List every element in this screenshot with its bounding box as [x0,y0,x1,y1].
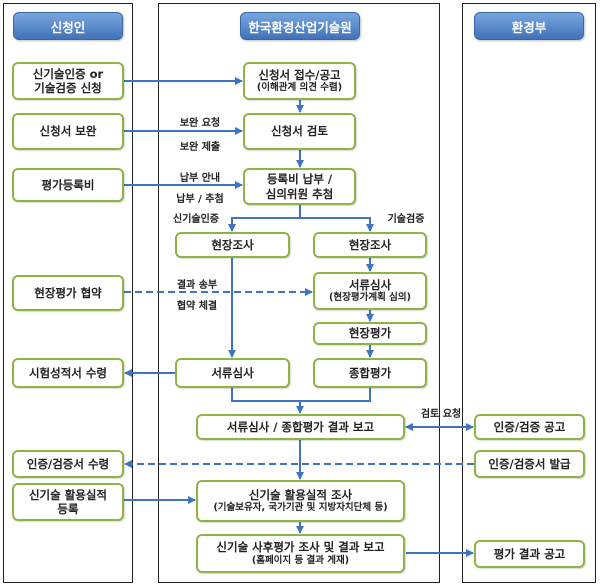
node-receipt-sub: (이해관계 의견 수렴) [256,82,343,94]
node-fee: 평가등록비 [12,168,124,202]
label-supplement-submit: 보완 제출 [179,142,221,153]
node-doc-review-plan-sub: (현장평가계획 심의) [329,292,411,304]
node-apply: 신기술인증 or 기술검증 신청 [12,62,124,100]
lane-header-applicant: 신청인 [13,12,123,40]
node-site-agreement: 현장평가 협약 [12,275,124,311]
node-overall-eval: 종합평가 [313,358,427,388]
node-apply-line1: 신기술인증 or [32,66,104,81]
node-usage-survey-sub: (기술보유자, 국가기관 및 지방자치단체 등) [213,502,388,514]
node-receipt-title: 신청서 접수/공고 [258,67,341,82]
node-cert-receive: 인증/검증서 수령 [12,450,124,478]
node-doc-review: 서류심사 [175,358,290,388]
node-site-survey-verify: 현장조사 [313,232,427,258]
node-usage-register-line1: 신기술 활용실적 [28,487,108,502]
node-test-report: 시험성적서 수령 [12,358,124,388]
label-agreement: 협약 체결 [176,301,218,312]
node-post-eval-title: 신기술 사후평가 조사 및 결과 보고 [216,540,385,555]
node-fee-payment-line2: 심의위원 추첨 [265,186,334,201]
label-review-request: 검토 요청 [420,409,462,420]
lane-ministry [462,3,596,583]
node-result-announce: 평가 결과 공고 [474,540,585,568]
line-merge-evaluations [231,388,371,402]
node-issue: 인증/검증서 발급 [474,450,585,478]
node-usage-register: 신기술 활용실적 등록 [12,483,124,521]
node-fee-payment-line1: 등록비 납부 / [266,172,333,187]
node-apply-line2: 기술검증 신청 [34,81,102,95]
lane-header-ministry: 환경부 [474,12,584,40]
node-supplement: 신청서 보완 [12,113,124,150]
node-fee-payment: 등록비 납부 / 심의위원 추첨 [243,168,356,205]
node-post-eval-sub: (홈페이지 등 결과 게재) [251,554,350,566]
label-branch-cert: 신기술인증 [173,214,219,225]
node-site-survey-cert: 현장조사 [175,232,290,258]
arrow-branch-cert [228,205,301,232]
label-fee-pay-draw: 납부 / 추첨 [176,194,224,205]
node-doc-review-plan: 서류심사 (현장평가계획 심의) [313,272,427,310]
label-fee-notice: 납부 안내 [179,173,221,184]
node-receipt: 신청서 접수/공고 (이해관계 의견 수렴) [243,62,356,100]
label-branch-verify: 기술검증 [387,214,425,225]
node-site-eval: 현장평가 [313,322,427,345]
node-result-report: 서류심사 / 종합평가 결과 보고 [196,414,405,440]
node-usage-survey: 신기술 활용실적 조사 (기술보유자, 국가기관 및 지방자치단체 등) [196,480,405,522]
node-doc-review-plan-title: 서류심사 [348,277,392,292]
node-post-eval: 신기술 사후평가 조사 및 결과 보고 (홈페이지 등 결과 게재) [196,534,405,573]
label-supplement-request: 보완 요청 [179,118,221,129]
node-review: 신청서 검토 [243,113,356,150]
node-announce: 인증/검증 공고 [474,414,585,440]
lane-header-institute: 한국환경산업기술원 [240,12,360,40]
arrow-branch-verify [300,217,374,232]
node-usage-register-line2: 등록 [57,502,79,516]
node-usage-survey-title: 신기술 활용실적 조사 [248,487,353,502]
label-result-send: 결과 송부 [176,280,218,291]
